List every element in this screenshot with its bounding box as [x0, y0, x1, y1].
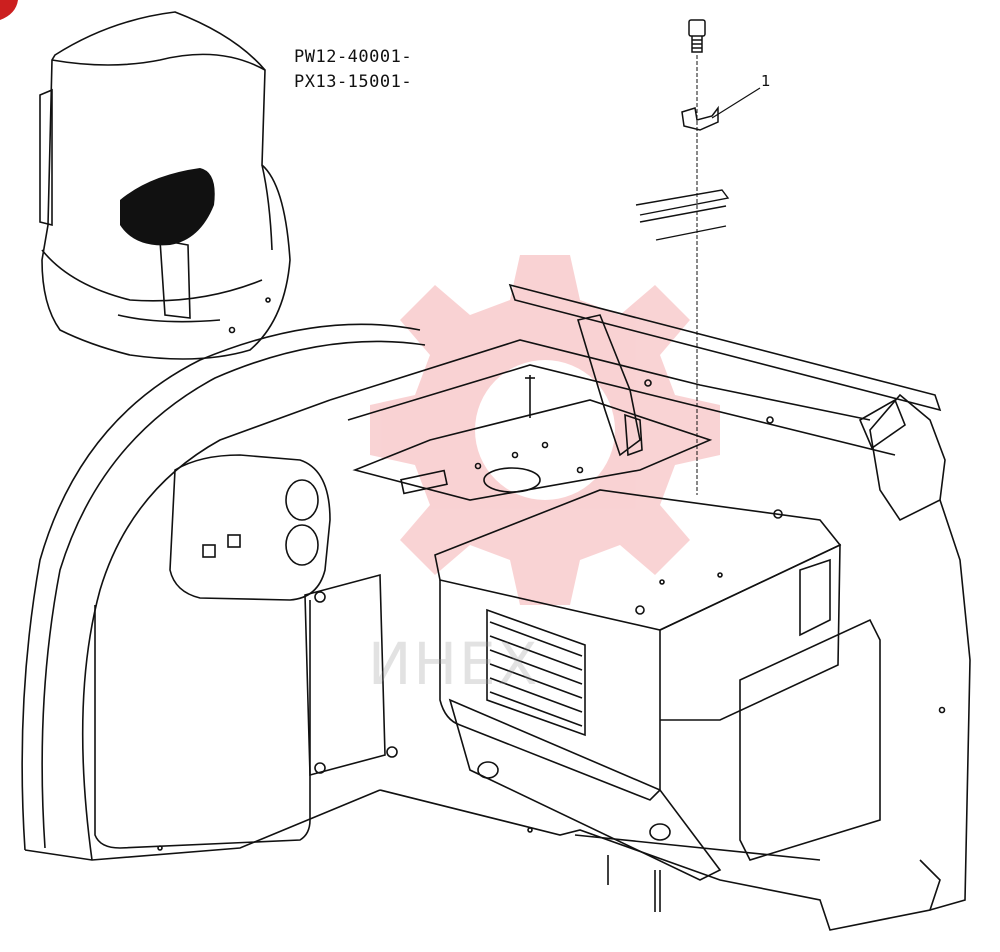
rail-section	[635, 189, 730, 241]
cab-floor-frame	[21, 283, 971, 931]
cab-inset	[39, 11, 291, 360]
serial-range-1: PW12-40001-	[294, 47, 413, 67]
callout-number-1: 1	[761, 72, 771, 90]
leader-line-1	[711, 87, 761, 119]
bolt	[688, 19, 706, 53]
serial-range-2: PX13-15001-	[294, 72, 413, 92]
watermark-text: ИНЕХ	[368, 630, 540, 698]
watermark-gear-logo	[370, 255, 720, 605]
corner-mark	[0, 0, 18, 20]
clip-part-1	[681, 105, 719, 131]
